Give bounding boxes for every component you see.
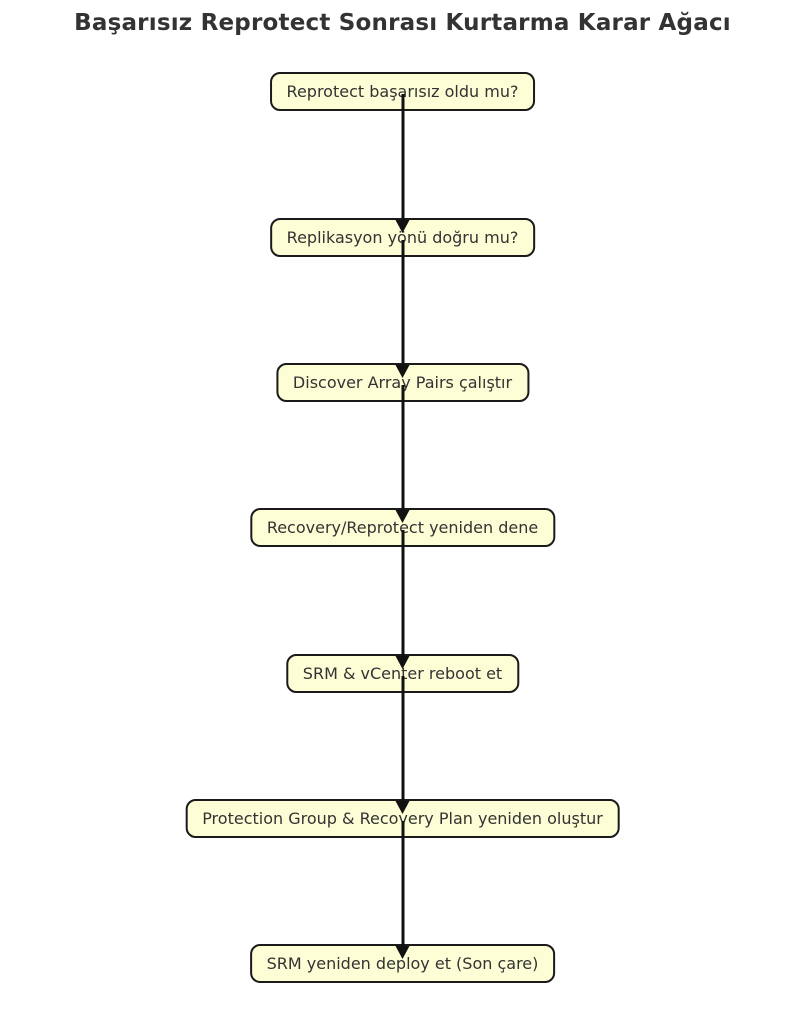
down-arrow-3	[395, 385, 410, 523]
down-arrowhead-icon	[395, 656, 410, 669]
down-arrow-4	[395, 530, 410, 669]
down-arrow-6	[395, 821, 410, 959]
node-reprotect-failed-question: Reprotect başarısız oldu mu?	[269, 72, 536, 111]
down-arrow-1	[395, 94, 410, 233]
down-arrow-2	[395, 240, 410, 378]
down-arrow-5	[395, 676, 410, 814]
down-arrowhead-icon	[395, 801, 410, 814]
down-arrowhead-icon	[395, 510, 410, 523]
down-arrowhead-icon	[395, 220, 410, 233]
down-arrowhead-icon	[395, 365, 410, 378]
diagram-title: Başarısız Reprotect Sonrası Kurtarma Kar…	[74, 10, 731, 36]
down-arrowhead-icon	[395, 946, 410, 959]
